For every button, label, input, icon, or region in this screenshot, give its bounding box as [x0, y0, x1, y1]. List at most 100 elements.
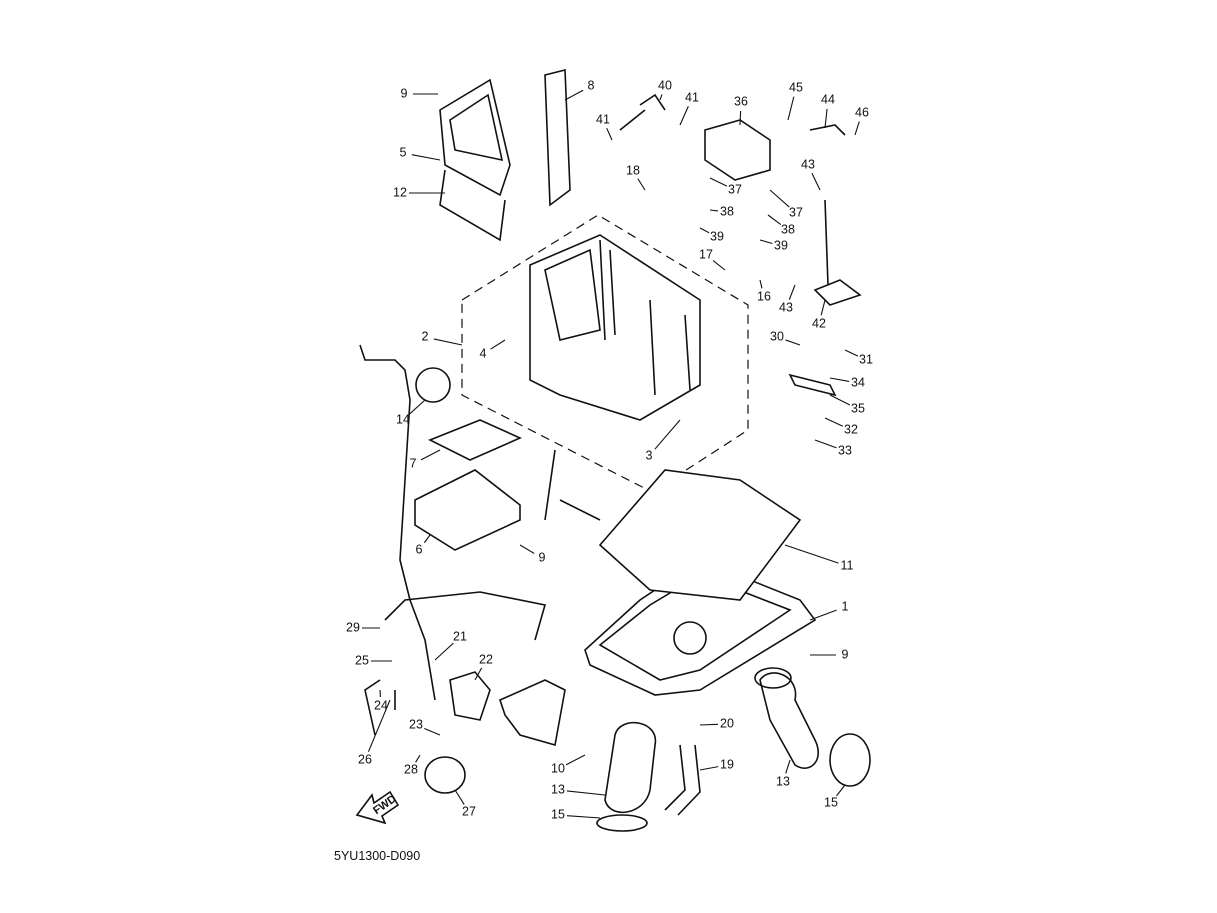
part-outlines: [359, 68, 871, 832]
callout-number: 43: [801, 157, 815, 171]
callout-number: 37: [789, 205, 803, 219]
pad-7: [428, 419, 522, 461]
callout-number: 42: [812, 316, 826, 330]
callout-leader: [565, 754, 586, 766]
callout-leader: [654, 419, 681, 450]
hose-44: [809, 124, 846, 136]
callout-number: 16: [757, 289, 771, 303]
callout-leader: [566, 790, 606, 796]
callout-leader: [829, 377, 850, 382]
callout-number: 12: [393, 185, 407, 199]
sensor-27: [424, 756, 466, 794]
callout-number: 45: [789, 80, 803, 94]
air-filter-cover: [439, 78, 511, 197]
callout-number: 15: [551, 807, 565, 821]
callout-number: 34: [851, 375, 865, 389]
callout-leader: [844, 349, 859, 357]
callout-number: 23: [409, 717, 423, 731]
air-box-port: [673, 621, 707, 655]
callout-number: 13: [776, 774, 790, 788]
callout-leader: [769, 189, 790, 208]
callout-number: 10: [551, 761, 565, 775]
callout-number: 38: [781, 222, 795, 236]
callout-number: 26: [358, 752, 372, 766]
air-box-lower-inner: [598, 574, 792, 681]
callout-number: 30: [770, 329, 784, 343]
callout-number: 28: [404, 762, 418, 776]
callout-number: 41: [685, 90, 699, 104]
callout-number: 11: [841, 558, 854, 572]
callout-leader: [637, 178, 646, 191]
air-filter-element: [544, 68, 571, 207]
callout-leader: [787, 96, 795, 121]
callout-leader: [785, 759, 791, 774]
callout-number: 41: [596, 112, 610, 126]
callout-leader: [699, 723, 719, 726]
callout-leader: [411, 154, 441, 161]
callout-leader: [699, 766, 719, 771]
callout-leader: [367, 699, 391, 752]
callout-leader: [434, 642, 454, 661]
callout-leader: [784, 544, 839, 564]
callout-number: 33: [838, 443, 852, 457]
callout-leader: [785, 339, 801, 346]
callout-leader: [490, 339, 506, 350]
callout-number: 3: [646, 448, 653, 462]
assembly-guide-lines: [544, 449, 601, 521]
callout-number: 19: [720, 757, 734, 771]
duct-flange: [754, 667, 792, 689]
callout-number: 37: [728, 182, 742, 196]
callout-leader: [712, 260, 726, 271]
callout-number: 6: [416, 542, 423, 556]
callout-leader: [809, 609, 837, 621]
callout-leader: [854, 121, 860, 136]
callout-number: 20: [720, 716, 734, 730]
callout-leader: [566, 815, 601, 819]
callout-leader: [564, 89, 584, 101]
hose-40: [619, 93, 666, 131]
callout-number: 27: [462, 804, 476, 818]
callout-leader: [739, 110, 742, 126]
assembly-dashed-outline: [461, 214, 749, 493]
callout-number: 9: [539, 550, 546, 564]
callout-leader: [767, 214, 782, 226]
callout-number: 40: [658, 78, 672, 92]
clamp-15-right: [829, 733, 871, 787]
callout-number: 43: [779, 300, 793, 314]
callout-number: 18: [626, 163, 640, 177]
solenoid-22: [449, 671, 491, 721]
callout-leader: [829, 394, 851, 406]
callout-number: 25: [355, 653, 369, 667]
callout-number: 9: [401, 86, 408, 100]
callout-number: 7: [410, 456, 417, 470]
callout-number: 44: [821, 92, 835, 106]
callout-leader: [606, 127, 613, 141]
callout-leader: [659, 94, 663, 101]
diagram-code: 5YU1300-D090: [334, 849, 420, 863]
intake-duct-left: [604, 721, 657, 814]
callout-leader: [814, 439, 837, 449]
clamp-15-left: [596, 814, 648, 832]
callout-number: 1: [842, 599, 849, 613]
callout-leader: [811, 172, 821, 191]
callout-leader: [423, 534, 431, 544]
callout-leader: [759, 279, 763, 289]
callout-number: 35: [851, 401, 865, 415]
callout-leader: [709, 177, 728, 187]
callout-number: 24: [374, 698, 388, 712]
callout-number: 32: [844, 422, 858, 436]
callout-number: 38: [720, 204, 734, 218]
lower-cover: [414, 469, 521, 551]
callout-number: 17: [699, 247, 713, 261]
air-box-lid: [598, 469, 802, 601]
callout-number: 15: [824, 795, 838, 809]
callout-leader: [474, 667, 483, 681]
vacuum-hose: [359, 344, 436, 701]
callout-number: 13: [551, 782, 565, 796]
callout-number: 46: [855, 105, 869, 119]
callout-leader: [409, 399, 426, 415]
callout-number: 8: [588, 78, 595, 92]
callout-leader: [820, 299, 826, 316]
callout-leader: [824, 417, 844, 427]
